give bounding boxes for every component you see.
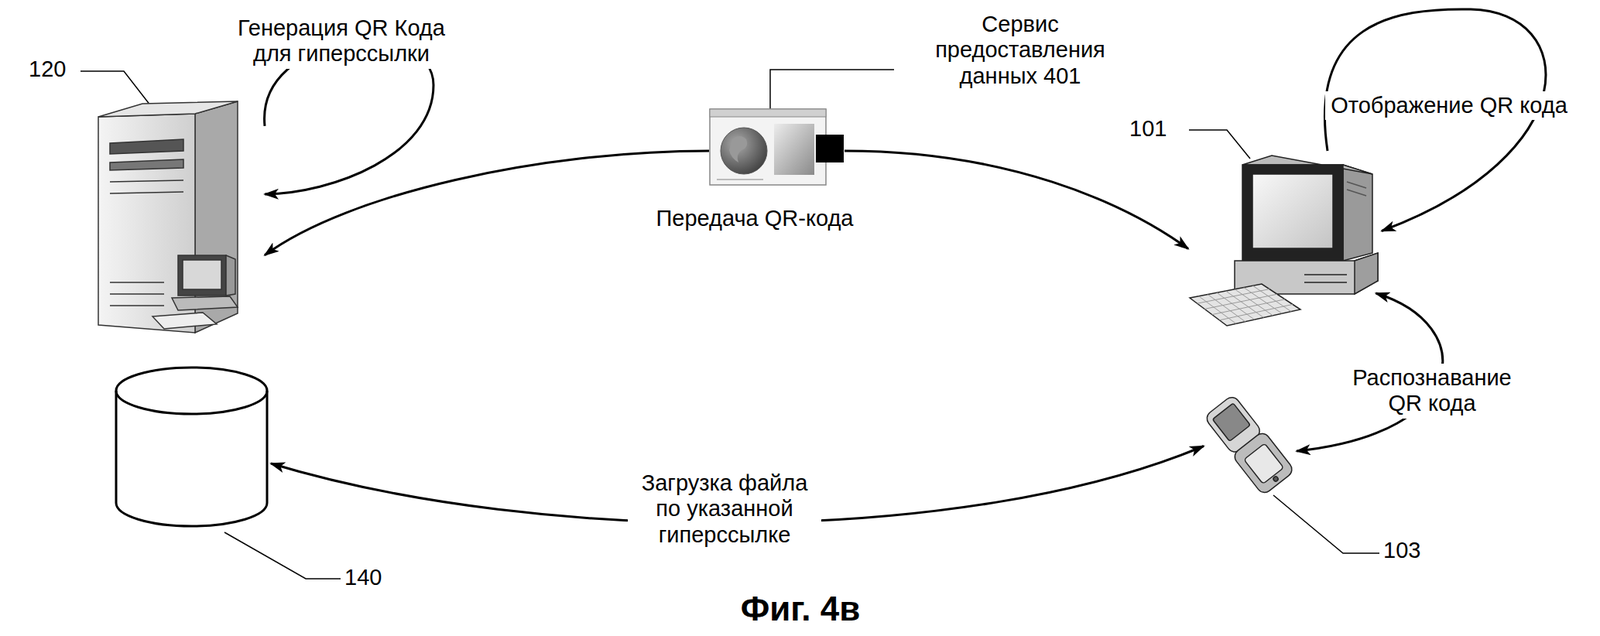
db-icon bbox=[112, 363, 271, 531]
node-label: Передача QR-кода bbox=[638, 205, 871, 232]
computer-node: 101 bbox=[1188, 150, 1382, 329]
edge-label: Распознавание QR кода bbox=[1341, 363, 1524, 419]
arrow-connector bbox=[264, 150, 710, 256]
server-node: 120 bbox=[86, 96, 265, 341]
server-icon bbox=[86, 96, 265, 341]
callout-number: 101 bbox=[1129, 116, 1167, 142]
arrow-connector bbox=[844, 150, 1189, 250]
leader-line bbox=[1273, 495, 1380, 554]
callout-number: 103 bbox=[1383, 537, 1421, 564]
callout-number: 140 bbox=[344, 565, 382, 591]
edge-label: Загрузка файла по указанной гиперссылке bbox=[627, 469, 822, 550]
callout-number: 120 bbox=[28, 56, 66, 83]
figure-caption: Фиг. 4в bbox=[684, 589, 917, 629]
leader-line bbox=[224, 532, 341, 580]
edge-label: Генерация QR Кода для гиперссылки bbox=[229, 13, 454, 69]
computer-icon bbox=[1188, 150, 1382, 329]
edge-label: Отображение QR кода bbox=[1325, 91, 1573, 120]
leader-line bbox=[770, 69, 895, 114]
phone-node: 103 bbox=[1203, 390, 1297, 492]
service-icon bbox=[709, 108, 845, 186]
node-label: Сервис предоставления данных 401 bbox=[904, 11, 1137, 90]
service-node: Сервис предоставления данных 401Передача… bbox=[709, 108, 845, 186]
db-node: 140 bbox=[112, 363, 271, 531]
leader-line bbox=[1188, 130, 1251, 159]
phone-icon bbox=[1203, 390, 1297, 492]
